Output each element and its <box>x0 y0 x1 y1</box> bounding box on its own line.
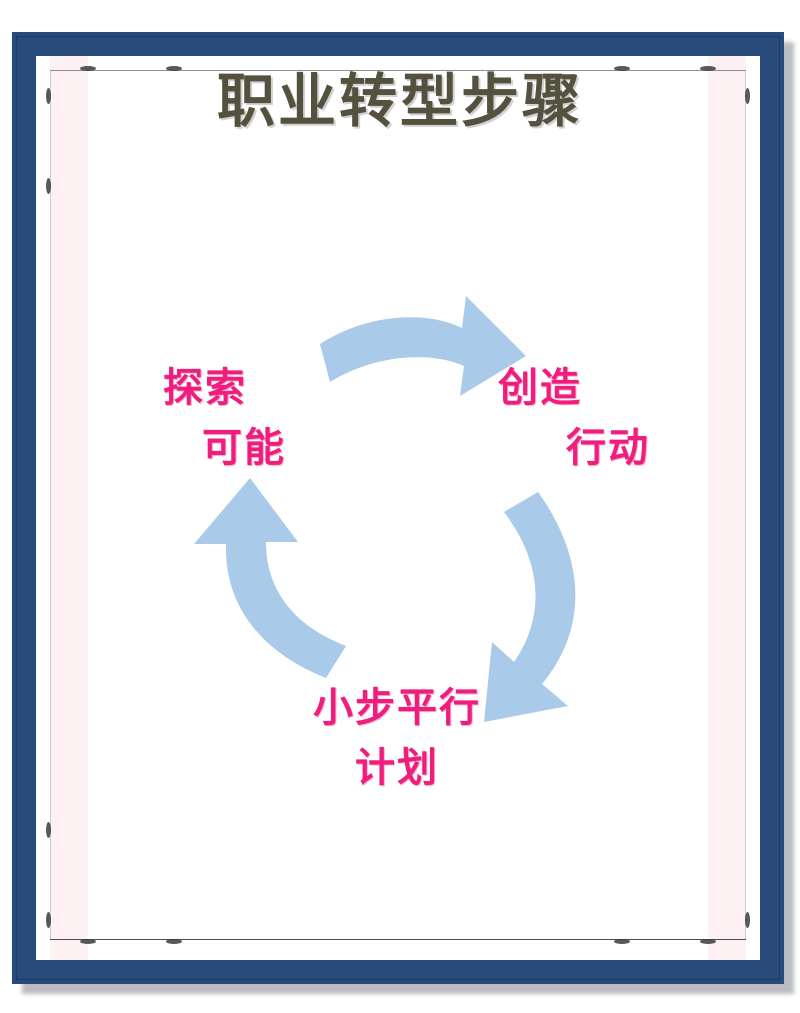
frame-inner-line <box>16 36 780 980</box>
margin-rule-right <box>745 70 746 940</box>
paper-sheet <box>36 56 760 960</box>
page-title: 职业转型步骤 <box>216 67 583 135</box>
pink-margin-band-right <box>708 56 746 960</box>
stage-plan-line1: 小步平行 <box>313 685 481 731</box>
binding-hole-icon <box>166 66 182 71</box>
binding-hole-icon <box>614 939 630 944</box>
binding-hole-icon <box>46 88 51 104</box>
curved-arrow-down-left-icon <box>484 492 576 722</box>
binding-hole-icon <box>46 822 51 838</box>
stage-explore-line1: 探索 <box>163 365 247 411</box>
stage-plan-line2: 计划 <box>355 745 439 791</box>
binding-hole-icon <box>166 939 182 944</box>
binding-hole-icon <box>745 912 750 928</box>
stage-create-line1: 创造 <box>498 365 582 411</box>
hairline-bottom <box>50 939 746 940</box>
binding-hole-icon <box>46 178 51 194</box>
binding-hole-icon <box>46 912 51 928</box>
stage-label-explore: 探索 可能 <box>120 358 290 478</box>
margin-rule-left <box>50 70 51 940</box>
cycle-diagram <box>36 56 760 960</box>
stage-create-line2: 行动 <box>566 425 650 471</box>
pink-margin-band-left <box>50 56 88 960</box>
hairline-top <box>50 70 746 71</box>
curved-arrow-right-icon <box>320 296 526 396</box>
binding-hole-icon <box>614 66 630 71</box>
curved-arrow-up-icon <box>194 478 346 678</box>
binding-hole-icon <box>80 939 96 944</box>
stage-label-plan: 小步平行 计划 <box>282 678 512 798</box>
binding-hole-icon <box>80 66 96 71</box>
stage-label-create: 创造 行动 <box>498 358 668 478</box>
stage-explore-line2: 可能 <box>202 425 286 471</box>
binding-hole-icon <box>745 88 750 104</box>
binding-hole-icon <box>700 939 716 944</box>
binding-hole-icon <box>700 66 716 71</box>
